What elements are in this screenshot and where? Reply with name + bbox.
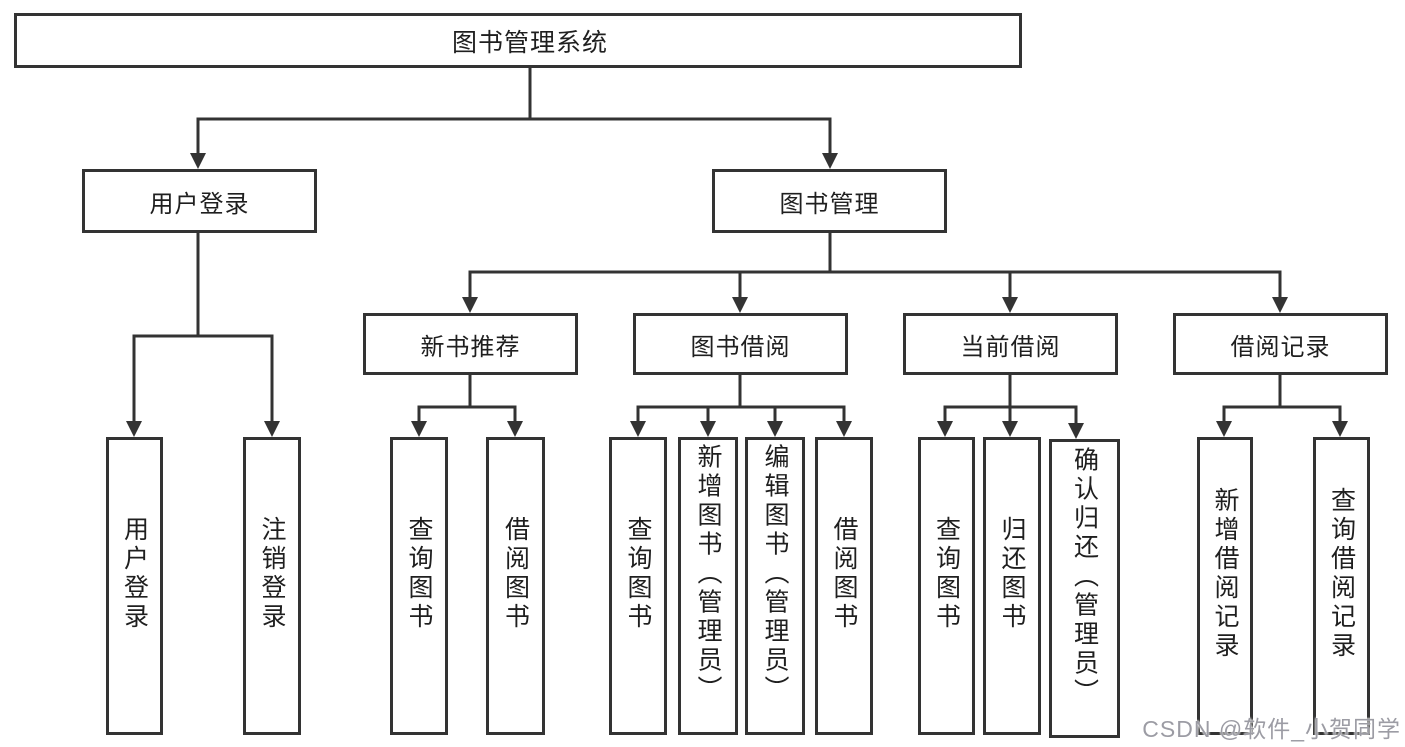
- node-label: 用户登录: [149, 190, 250, 218]
- leaf-logout: 注销登录: [243, 437, 301, 735]
- node-label: 用户登录: [120, 516, 149, 632]
- node-new-book-recommend: 新书推荐: [363, 313, 578, 375]
- node-label: 新增图书（管理员）: [694, 443, 722, 705]
- node-library-management-system: 图书管理系统: [14, 13, 1022, 68]
- leaf-return-books: 归还图书: [983, 437, 1041, 735]
- node-label: 查询图书: [932, 516, 961, 632]
- node-label: 查询图书: [624, 516, 652, 632]
- node-label: 借阅图书: [830, 516, 858, 632]
- leaf-edit-books-admin: 编辑图书（管理员）: [745, 437, 805, 735]
- node-label: 查询图书: [405, 516, 433, 632]
- leaf-add-books-admin: 新增图书（管理员）: [678, 437, 738, 735]
- leaf-user-login: 用户登录: [106, 437, 163, 735]
- leaf-query-books-borrowing: 查询图书: [609, 437, 667, 735]
- leaf-borrow-books-borrowing: 借阅图书: [815, 437, 873, 735]
- node-label: 图书管理: [779, 190, 880, 218]
- node-user-login: 用户登录: [82, 169, 317, 233]
- leaf-query-books-current: 查询图书: [918, 437, 975, 735]
- node-label: 借阅记录: [1230, 333, 1331, 361]
- node-book-borrowing: 图书借阅: [633, 313, 848, 375]
- node-label: 注销登录: [258, 516, 286, 632]
- leaf-borrow-books-recommend: 借阅图书: [486, 437, 545, 735]
- leaf-query-books-recommend: 查询图书: [390, 437, 448, 735]
- node-book-management: 图书管理: [712, 169, 947, 233]
- node-label: 新增借阅记录: [1211, 487, 1239, 661]
- node-label: 查询借阅记录: [1327, 487, 1356, 661]
- node-label: 当前借阅: [960, 333, 1061, 361]
- leaf-add-borrow-record: 新增借阅记录: [1197, 437, 1253, 735]
- node-label: 归还图书: [998, 516, 1026, 632]
- node-borrowing-records: 借阅记录: [1173, 313, 1388, 375]
- node-label: 编辑图书（管理员）: [761, 443, 789, 705]
- node-label: 图书借阅: [690, 333, 791, 361]
- csdn-watermark: CSDN @软件_小贺同学: [1142, 716, 1401, 742]
- node-label: 借阅图书: [501, 516, 530, 632]
- node-current-borrowing: 当前借阅: [903, 313, 1118, 375]
- leaf-query-borrow-record: 查询借阅记录: [1313, 437, 1370, 735]
- node-label: 确认归还（管理员）: [1070, 446, 1099, 707]
- leaf-confirm-return-admin: 确认归还（管理员）: [1049, 439, 1120, 738]
- node-label: 图书管理系统: [451, 28, 608, 57]
- node-label: 新书推荐: [420, 333, 521, 361]
